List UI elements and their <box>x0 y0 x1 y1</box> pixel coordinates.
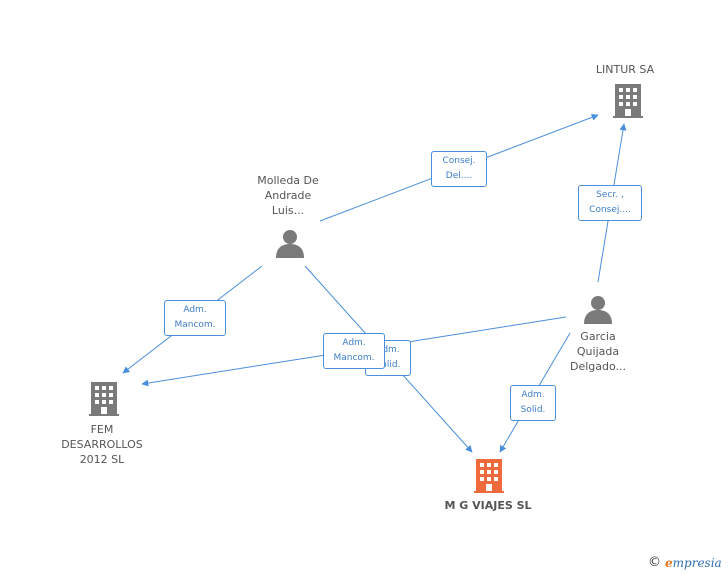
edge-label-molleda-fem[interactable]: Adm. Mancom. <box>164 300 226 336</box>
edge-label-garcia-mgviajes[interactable]: Adm. Solid. <box>510 385 556 421</box>
person-icon[interactable] <box>275 228 305 258</box>
building-icon[interactable] <box>89 382 119 416</box>
edge-label-garcia-fem[interactable]: Adm. Mancom. <box>323 333 385 369</box>
brand-logo: empresia <box>665 555 722 570</box>
edge-label-molleda-lintur[interactable]: Consej. Del.... <box>431 151 487 187</box>
node-label-mgviajes: M G VIAJES SL <box>444 499 532 512</box>
node-label-molleda: Molleda De Andrade Luis... <box>257 174 319 217</box>
person-icon[interactable] <box>583 294 613 324</box>
node-label-lintur: LINTUR SA <box>595 63 655 76</box>
edge-label-garcia-lintur[interactable]: Secr. , Consej.... <box>578 185 642 221</box>
brand-footer: © empresia <box>648 555 722 570</box>
building-icon-focus[interactable] <box>474 459 504 493</box>
copyright-icon: © <box>648 555 661 570</box>
building-icon[interactable] <box>613 84 643 118</box>
node-label-fem: FEM DESARROLLOS 2012 SL <box>61 423 143 466</box>
node-label-garcia: Garcia Quijada Delgado... <box>569 330 627 373</box>
